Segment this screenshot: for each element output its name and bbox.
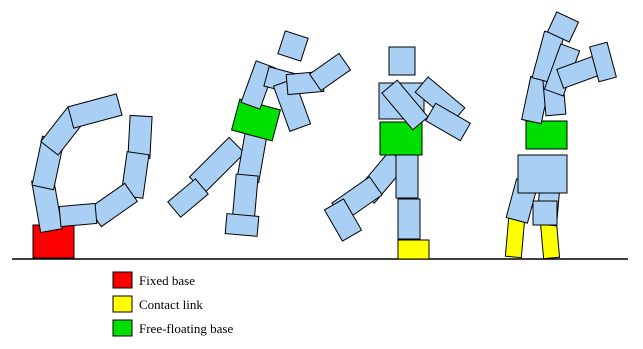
legend-swatch-contact-link	[112, 295, 133, 313]
legend-swatch-fixed-base	[112, 271, 133, 289]
contact-link-block	[397, 239, 430, 260]
link	[272, 78, 312, 132]
link	[67, 93, 123, 129]
link	[546, 11, 580, 43]
link	[589, 41, 617, 83]
link	[388, 46, 416, 76]
link	[395, 153, 419, 199]
link	[277, 30, 309, 62]
link	[381, 79, 429, 131]
free-floating-robot-standing	[323, 46, 472, 260]
contact-link-block	[539, 220, 561, 260]
fixed-base-robot	[31, 93, 153, 259]
contact-link-block	[504, 217, 526, 259]
legend-label-contact-link: Contact link	[139, 297, 203, 312]
link	[58, 202, 98, 228]
legend: Fixed base Contact link Free-floating ba…	[112, 271, 233, 337]
link	[397, 198, 421, 240]
free-floating-base-block	[525, 120, 568, 150]
link	[167, 178, 209, 218]
link	[532, 200, 558, 226]
legend-label-fixed-base: Fixed base	[139, 273, 195, 288]
link	[424, 102, 472, 142]
link	[323, 198, 363, 242]
link	[224, 213, 260, 237]
legend-swatch-free-floating-base	[112, 319, 133, 337]
link	[517, 154, 568, 194]
legend-label-free-floating-base: Free-floating base	[139, 321, 233, 336]
link	[240, 60, 276, 110]
free-floating-robot-reaching	[504, 11, 617, 260]
free-floating-robot-leaning	[167, 30, 352, 237]
link	[308, 52, 352, 92]
